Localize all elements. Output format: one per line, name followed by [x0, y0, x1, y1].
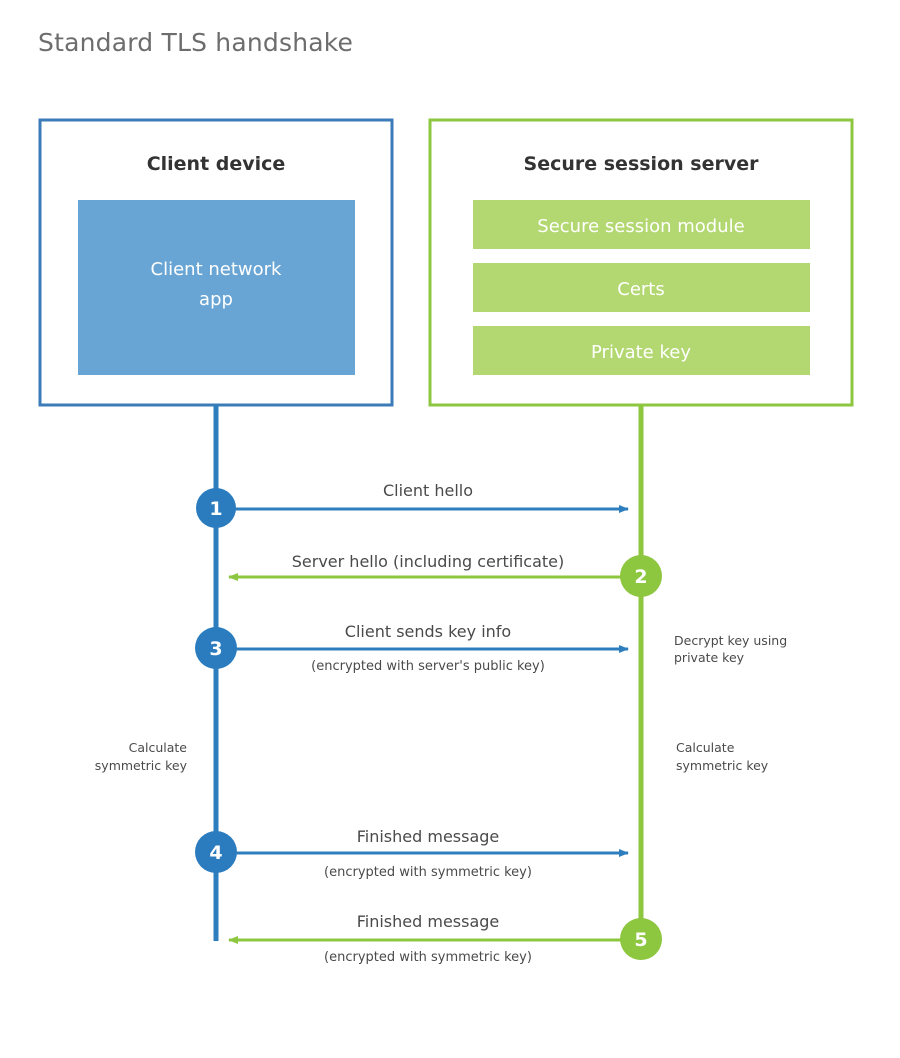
server-component-box-2	[473, 326, 810, 375]
step-marker-2	[620, 555, 662, 597]
message-5-label: Finished message	[357, 912, 500, 931]
step-marker-3	[195, 627, 237, 669]
message-1-group: Client hello 1	[196, 481, 629, 528]
message-4-label: Finished message	[357, 827, 500, 846]
server-component-label-2: Private key	[591, 342, 691, 363]
note-server-calculate-symmetric-key: Calculate symmetric key	[676, 740, 769, 773]
client-network-app-label-line2: app	[199, 289, 233, 310]
step-marker-1	[196, 488, 236, 528]
step-number-3: 3	[209, 638, 222, 660]
server-component-box-1	[473, 263, 810, 312]
message-5-group: Finished message (encrypted with symmetr…	[228, 912, 662, 965]
server-component-box-0	[473, 200, 810, 249]
client-network-app-box	[78, 200, 355, 375]
note-decrypt-key-line2: private key	[674, 650, 745, 665]
message-5-sublabel: (encrypted with symmetric key)	[324, 950, 532, 965]
message-3-group: Client sends key info (encrypted with se…	[195, 622, 629, 674]
message-4-group: Finished message (encrypted with symmetr…	[195, 827, 629, 880]
step-marker-4	[195, 831, 237, 873]
note-client-calc-line2: symmetric key	[95, 758, 188, 773]
note-server-calc-line1: Calculate	[676, 740, 735, 755]
client-device-title: Client device	[147, 153, 286, 175]
step-number-1: 1	[209, 498, 222, 520]
message-4-sublabel: (encrypted with symmetric key)	[324, 865, 532, 880]
client-device-panel: Client device Client network app	[38, 118, 394, 407]
message-2-group: Server hello (including certificate) 2	[228, 552, 662, 597]
server-component-label-1: Certs	[617, 279, 664, 300]
secure-session-server-panel: Secure session server Secure session mod…	[428, 118, 854, 407]
step-marker-5	[620, 918, 662, 960]
note-decrypt-key-line1: Decrypt key using	[674, 633, 787, 648]
message-1-label: Client hello	[383, 481, 473, 500]
note-client-calculate-symmetric-key: Calculate symmetric key	[95, 740, 188, 773]
note-decrypt-key: Decrypt key using private key	[674, 633, 787, 665]
step-number-2: 2	[634, 566, 647, 588]
page-title: Standard TLS handshake	[38, 28, 354, 57]
secure-session-server-title: Secure session server	[524, 153, 760, 175]
message-3-label: Client sends key info	[345, 622, 511, 641]
server-component-label-0: Secure session module	[537, 216, 744, 237]
step-number-5: 5	[634, 929, 647, 951]
message-2-label: Server hello (including certificate)	[292, 552, 564, 571]
step-number-4: 4	[209, 842, 222, 864]
message-3-sublabel: (encrypted with server's public key)	[311, 659, 545, 674]
note-client-calc-line1: Calculate	[129, 740, 188, 755]
note-server-calc-line2: symmetric key	[676, 758, 769, 773]
client-network-app-label-line1: Client network	[151, 259, 283, 280]
